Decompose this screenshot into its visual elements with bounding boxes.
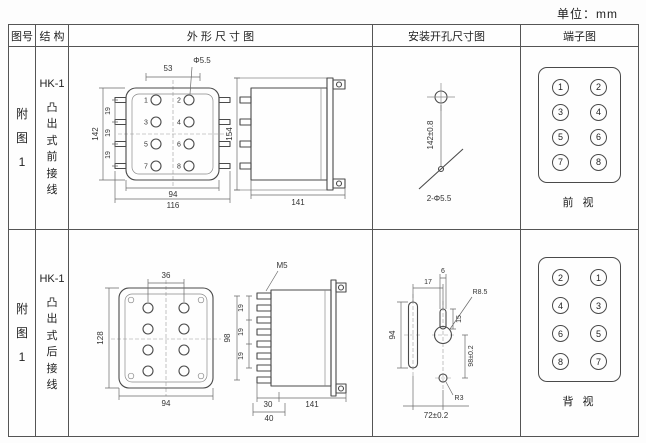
- mounting-drawing-front-wiring: 142±0.8 2-Φ5.5: [418, 83, 464, 203]
- header-mounting: 安装开孔尺寸图: [373, 25, 521, 47]
- row1-outline-cell: 1 2 3 4 5 6 7 8 53 Φ5.5 142 19 19 19 94: [69, 47, 373, 230]
- terminal-pin: 1: [590, 269, 607, 286]
- row1-structure: HK-1 凸 出 式 前 接 线: [36, 47, 69, 230]
- dim-6-label: 6: [441, 268, 445, 275]
- terminal-pin: 2: [590, 78, 607, 96]
- pin-label: 8: [177, 164, 181, 171]
- dim-94-label: 94: [388, 330, 397, 339]
- dim-98-label: 98: [223, 333, 232, 342]
- model-label: HK-1: [39, 77, 65, 90]
- terminal-pin: 3: [552, 103, 569, 121]
- row2-structure: HK-1 凸 出 式 后 接 线: [36, 230, 69, 436]
- dim-19-label: 19: [238, 328, 245, 336]
- dim-19-label: 19: [105, 107, 112, 115]
- header-outline: 外 形 尺 寸 图: [69, 25, 373, 47]
- dim-phi55-label: Φ5.5: [193, 56, 211, 65]
- dim-19-label: 19: [105, 129, 112, 137]
- row1-mounting-cell: 142±0.8 2-Φ5.5: [373, 47, 521, 230]
- row2-terminal-cell: 2 1 4 3 6 5 8 7 背 视: [521, 230, 638, 436]
- dim-154-label: 154: [225, 127, 234, 141]
- terminal-pin: 5: [552, 128, 569, 146]
- view-label: 前 视: [562, 196, 597, 209]
- wiring-type-label: 凸 出 式 后 接 线: [46, 296, 58, 392]
- terminal-pin: 2: [552, 269, 569, 286]
- dim-98-02-label: 98±0.2: [468, 345, 475, 366]
- dim-17-label: 17: [424, 279, 432, 286]
- dim-36-label: 36: [162, 271, 171, 280]
- dim-94-label: 94: [162, 399, 171, 408]
- dim-19-label: 19: [238, 304, 245, 312]
- outline-drawing-rear-wiring: 36 128 94 M5 19: [96, 261, 347, 423]
- terminal-pin: 8: [552, 353, 569, 370]
- dim-19-label: 19: [238, 352, 245, 360]
- terminal-pin: 4: [590, 103, 607, 121]
- front-view: 1 2 3 4 5 6 7 8: [114, 80, 231, 188]
- side-view: 154 141: [225, 77, 346, 207]
- dim-142-08-label: 142±0.8: [426, 120, 435, 149]
- terminal-holes: [142, 302, 190, 377]
- header-fig: 图号: [9, 25, 36, 47]
- dim-r85-label: R8.5: [473, 289, 488, 296]
- dim-116-label: 116: [167, 201, 180, 210]
- dim-142-label: 142: [91, 127, 100, 141]
- dim-141-label: 141: [305, 400, 319, 409]
- terminal-diagram: 2 1 4 3 6 5 8 7: [538, 257, 621, 382]
- front-view-dimensions: 53 Φ5.5 142 19 19 19 94 116: [91, 56, 231, 210]
- view-label: 背 视: [562, 396, 597, 408]
- side-view: M5 19 19 19 98 30 141 40: [223, 261, 347, 423]
- pin-label: 2: [177, 98, 181, 105]
- spec-table: 图号 结 构 外 形 尺 寸 图 安装开孔尺寸图 端子图 附 图 1 HK-1 …: [8, 24, 639, 437]
- terminal-pin: 8: [590, 153, 607, 171]
- dim-141-label: 141: [291, 198, 305, 207]
- dim-72-02-label: 72±0.2: [424, 411, 449, 420]
- terminal-pin: 7: [552, 153, 569, 171]
- model-label: HK-1: [39, 272, 65, 285]
- pin-label: 1: [144, 98, 148, 105]
- pin-label: 7: [144, 164, 148, 171]
- dim-15-label: 15: [456, 315, 463, 323]
- header-structure: 结 构: [36, 25, 69, 47]
- side-view-pins: [239, 96, 252, 170]
- dim-2-phi55-label: 2-Φ5.5: [427, 194, 452, 203]
- terminal-pin: 3: [590, 297, 607, 314]
- terminal-pin: 6: [552, 325, 569, 342]
- outline-drawing-front-wiring: 1 2 3 4 5 6 7 8 53 Φ5.5 142 19 19 19 94: [91, 56, 346, 210]
- unit-label: 单位：mm: [557, 7, 618, 21]
- front-view: 36 128 94: [96, 271, 221, 408]
- dim-128-label: 128: [96, 331, 105, 345]
- row2-mounting-cell: 17 6 15 R8.5 94 98±0.2 R3 72±0.2: [373, 230, 521, 436]
- terminal-holes: [150, 94, 195, 172]
- row1-fig-label: 附 图 1: [9, 47, 36, 230]
- pin-label: 5: [144, 142, 148, 149]
- mounting-drawing-rear-wiring: 17 6 15 R8.5 94 98±0.2 R3 72±0.2: [388, 268, 487, 420]
- mounting-slots: 17 6 15 R8.5 94 98±0.2 R3 72±0.2: [388, 268, 487, 420]
- terminal-pin: 6: [590, 128, 607, 146]
- terminal-pin: 1: [552, 78, 569, 96]
- dim-40-label: 40: [265, 414, 274, 423]
- dim-19-label: 19: [105, 151, 112, 159]
- dim-53-label: 53: [164, 64, 173, 73]
- terminal-pin: 5: [590, 325, 607, 342]
- pin-numbers: 1 2 3 4 5 6 7 8: [144, 98, 181, 171]
- dim-r3-label: R3: [455, 395, 464, 402]
- terminal-pin: 4: [552, 297, 569, 314]
- terminal-pin: 7: [590, 353, 607, 370]
- terminal-screws: [256, 292, 272, 384]
- wiring-type-label: 凸 出 式 前 接 线: [46, 101, 58, 197]
- dim-m5-label: M5: [276, 261, 288, 270]
- pin-label: 4: [177, 120, 181, 127]
- mounting-holes: 142±0.8 2-Φ5.5: [418, 83, 464, 203]
- corner-studs: [127, 296, 205, 380]
- pin-label: 6: [177, 142, 181, 149]
- dim-30-label: 30: [264, 400, 273, 409]
- terminal-diagram: 1 2 3 4 5 6 7 8: [538, 66, 621, 183]
- header-terminal: 端子图: [521, 25, 638, 47]
- pin-label: 3: [144, 120, 148, 127]
- dim-94-label: 94: [169, 190, 178, 199]
- row2-fig-label: 附 图 1: [9, 230, 36, 436]
- row1-terminal-cell: 1 2 3 4 5 6 7 8 前 视: [521, 47, 638, 230]
- row2-outline-cell: 36 128 94 M5 19: [69, 230, 373, 436]
